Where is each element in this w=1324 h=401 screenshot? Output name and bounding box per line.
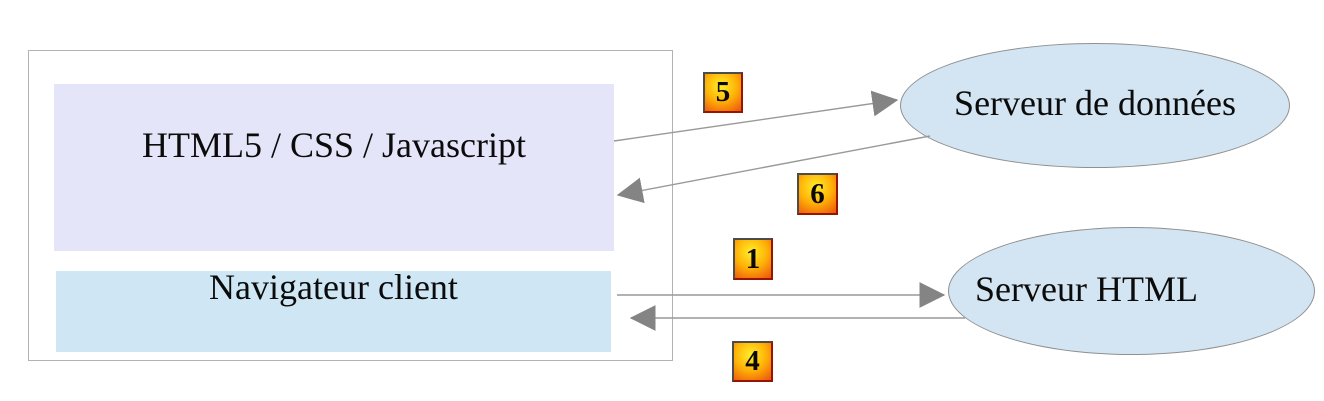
browser-box	[56, 271, 611, 352]
html-server-label: Serveur HTML	[975, 269, 1198, 309]
client-stack-label: HTML5 / CSS / Javascript	[142, 125, 526, 165]
data-server-label: Serveur de données	[954, 83, 1236, 123]
step-badge-4: 4	[732, 341, 773, 382]
step-badge-5: 5	[703, 72, 743, 113]
step-badge-6: 6	[797, 173, 838, 215]
data-server-ellipse	[900, 43, 1290, 168]
client-stack-box	[54, 84, 614, 251]
step-badge-1: 1	[733, 238, 773, 280]
html-server-ellipse	[948, 227, 1315, 355]
browser-label: Navigateur client	[209, 267, 458, 307]
